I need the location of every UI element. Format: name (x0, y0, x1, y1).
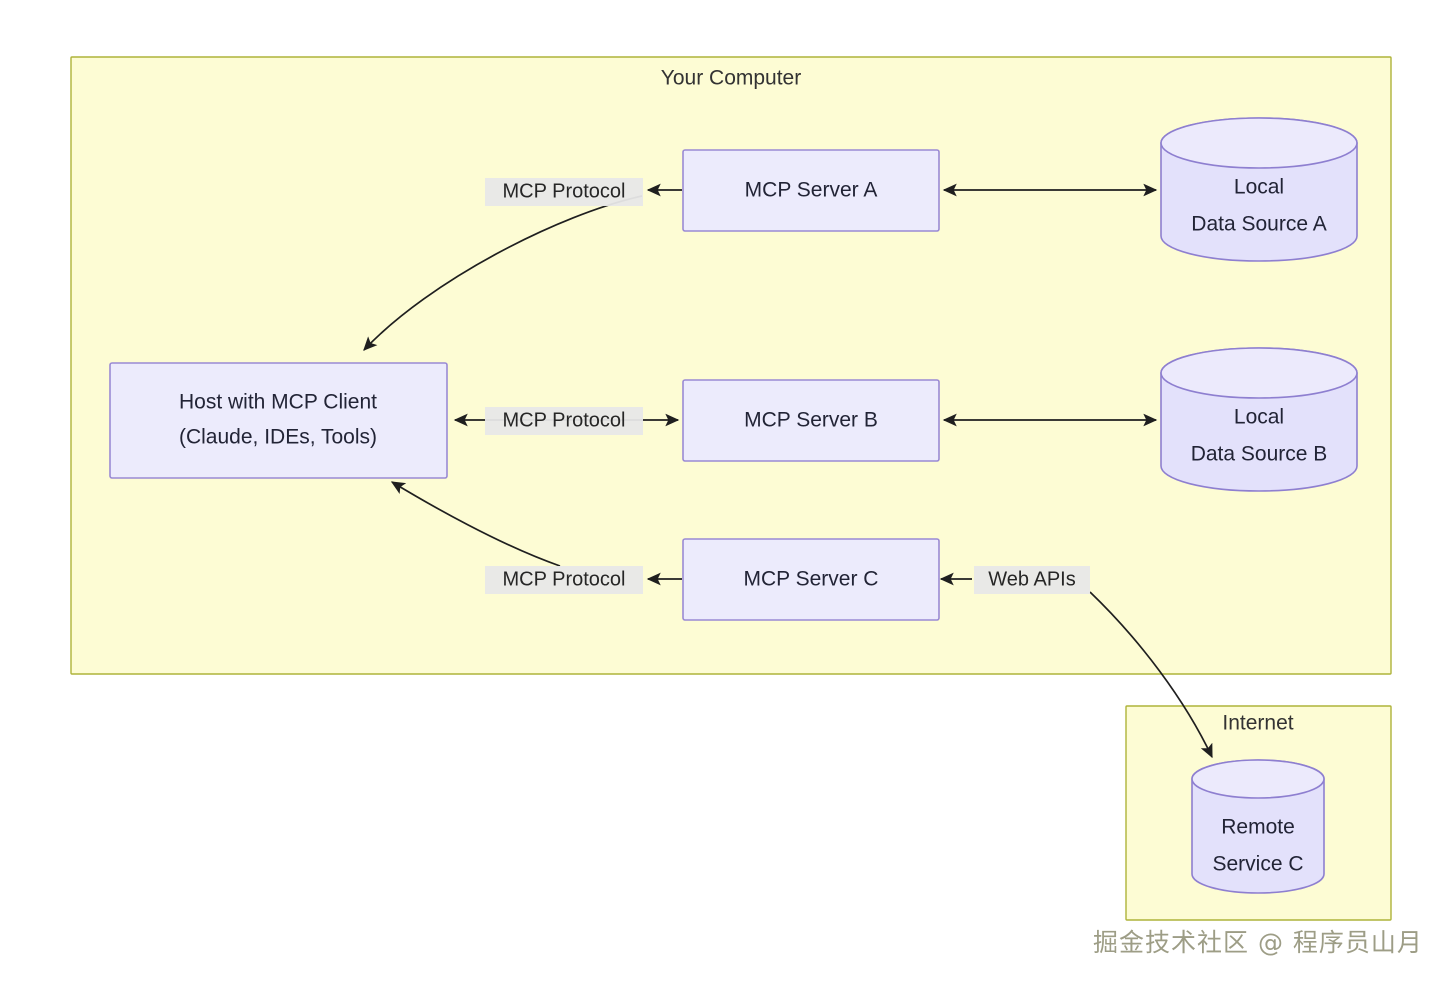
edge-label-host-server-b-bg (485, 407, 643, 435)
node-data-a-label-line2: Data Source A (1191, 213, 1326, 236)
node-server-c[interactable]: MCP Server C (682, 538, 940, 621)
cluster-your-computer-box (70, 56, 1392, 675)
node-host-box[interactable] (109, 362, 448, 479)
edge-label-host-server-a-text: MCP Protocol (502, 180, 625, 202)
node-remote-c-label-line1: Remote (1221, 816, 1295, 839)
node-host-label-line2: (Claude, IDEs, Tools) (179, 426, 377, 449)
edge-label-host-server-c-text: MCP Protocol (502, 568, 625, 590)
edge-label-host-server-b: MCP Protocol (485, 407, 643, 435)
cluster-internet-label: Internet (1222, 712, 1293, 735)
node-remote-c-label-line2: Service C (1212, 853, 1303, 876)
node-data-a[interactable]: Local Data Source A (1160, 117, 1358, 262)
edge-label-host-server-a-bg (485, 178, 643, 206)
node-server-b-label: MCP Server B (744, 409, 878, 432)
edge-label-host-server-b-text: MCP Protocol (502, 409, 625, 431)
node-host[interactable]: Host with MCP Client (Claude, IDEs, Tool… (109, 362, 448, 479)
node-server-a-label: MCP Server A (745, 179, 878, 202)
node-server-a[interactable]: MCP Server A (682, 149, 940, 232)
node-data-a-label-line1: Local (1234, 176, 1284, 199)
watermark: 掘金技术社区 @ 程序员山月 (1093, 928, 1423, 957)
node-server-a-box[interactable] (682, 149, 940, 232)
edge-label-server-c-remote-c: Web APIs (974, 566, 1090, 594)
node-data-b-label-line2: Data Source B (1191, 443, 1328, 466)
node-server-b[interactable]: MCP Server B (682, 379, 940, 462)
edge-label-server-c-remote-c-bg (974, 566, 1090, 594)
edge-host-server-c (390, 481, 682, 586)
edge-label-server-c-remote-c-text: Web APIs (988, 568, 1075, 590)
edge-server-c-remote-c-curve (1089, 591, 1213, 759)
cluster-your-computer-label: Your Computer (661, 67, 801, 90)
edge-server-c-remote-c (939, 572, 1213, 759)
node-remote-c[interactable]: Remote Service C (1191, 759, 1325, 894)
node-data-b[interactable]: Local Data Source B (1160, 347, 1358, 492)
node-server-b-box[interactable] (682, 379, 940, 462)
edge-label-host-server-c: MCP Protocol (485, 566, 643, 594)
node-host-label-line1: Host with MCP Client (179, 391, 377, 414)
cluster-your-computer: Your Computer (70, 56, 1392, 675)
edge-label-host-server-c-bg (485, 566, 643, 594)
edge-label-host-server-a: MCP Protocol (485, 178, 643, 206)
node-data-a-cylinder-top (1160, 117, 1358, 169)
node-server-c-label: MCP Server C (744, 568, 879, 591)
node-data-b-label-line1: Local (1234, 406, 1284, 429)
node-remote-c-cylinder-top (1191, 759, 1325, 799)
node-data-b-cylinder-top (1160, 347, 1358, 399)
edge-host-server-c-curve (390, 481, 561, 567)
node-server-c-box[interactable] (682, 538, 940, 621)
